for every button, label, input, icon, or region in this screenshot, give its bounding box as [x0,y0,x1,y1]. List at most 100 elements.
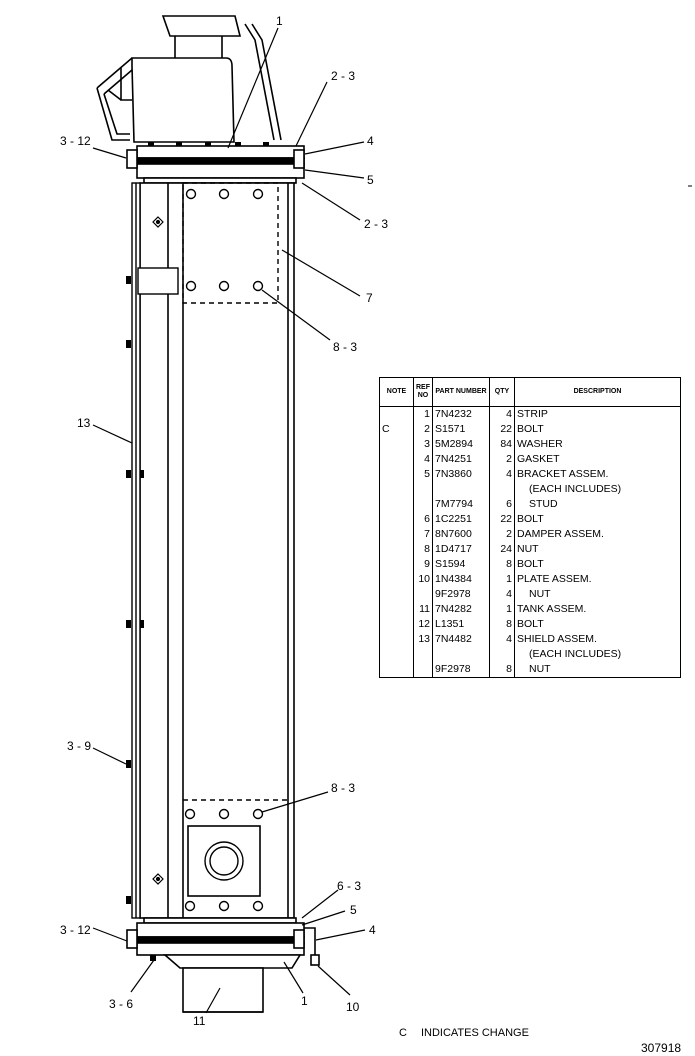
ref-no-cell [413,587,433,602]
ref-no-cell [413,647,433,662]
part-number-cell: 1N4384 [432,572,490,587]
callout-3-6: 3 - 6 [109,997,133,1011]
qty-cell: 4 [489,587,515,602]
part-number-cell: S1594 [432,557,490,572]
description-cell: BOLT [517,618,544,630]
ref-no-cell: 9 [413,557,433,572]
qty-cell: 8 [489,557,515,572]
part-number-cell: 7N4232 [432,406,490,422]
qty-cell: 84 [489,437,515,452]
part-number-cell: L1351 [432,617,490,632]
callout-3-12-bottom: 3 - 12 [60,923,91,937]
part-number-cell [432,482,490,497]
ref-no-cell: 2 [413,422,433,437]
bottom-flange [126,917,320,966]
callout-11: 11 [193,1014,206,1028]
note-cell [380,437,414,452]
callout-labels: 1 2 - 3 3 - 12 4 5 2 - 3 7 8 - 3 13 3 - … [60,14,388,1028]
part-number-cell: 1C2251 [432,512,490,527]
part-number-cell [432,647,490,662]
part-number-cell: 7N4482 [432,632,490,647]
part-number-cell: 7N4251 [432,452,490,467]
callout-8-3-upper: 8 - 3 [333,340,357,354]
part-number-cell: 7N4282 [432,602,490,617]
ref-no-cell: 3 [413,437,433,452]
note-cell [380,602,414,617]
description-cell: BOLT [517,513,544,525]
side-shield [131,182,179,919]
shield-bolts [126,276,144,904]
bottom-tank [162,954,302,1013]
legend-text: INDICATES CHANGE [420,1027,529,1039]
qty-cell: 1 [489,602,515,617]
description-text: NUT [529,663,551,675]
top-tank [96,15,282,143]
note-cell [380,497,414,512]
header-note: NOTE [380,378,414,407]
callout-1-top: 1 [276,14,283,28]
ref-no-cell: 7 [413,527,433,542]
description-cell: BOLT [517,558,544,570]
figure-number: 307918 [641,1041,682,1055]
ref-no-cell [413,482,433,497]
note-cell [380,406,414,422]
callout-13: 13 [77,416,91,430]
part-number-cell: 1D4717 [432,542,490,557]
callout-10: 10 [346,1000,360,1014]
callout-3-12-top: 3 - 12 [60,134,91,148]
description-cell: NUT [517,543,539,555]
note-cell [380,617,414,632]
ref-no-cell [413,497,433,512]
part-number-cell: 5M2894 [432,437,490,452]
note-cell [380,572,414,587]
description-cell: TANK ASSEM. [517,603,587,615]
part-number-cell: 9F2978 [432,587,490,602]
qty-cell: 4 [489,406,515,422]
qty-cell: 1 [489,572,515,587]
header-part-number: PART NUMBER [432,378,490,407]
callout-7: 7 [366,291,373,305]
description-cell: BRACKET ASSEM. [517,468,609,480]
note-cell [380,512,414,527]
note-cell [380,557,414,572]
upper-damper-nuts [185,188,264,292]
callout-2-3-mid: 2 - 3 [364,217,388,231]
callout-8-3-lower: 8 - 3 [331,781,355,795]
qty-cell: 8 [489,662,515,677]
note-cell [380,542,414,557]
callout-4-bottom: 4 [369,923,376,937]
callout-5-bottom: 5 [350,903,357,917]
qty-cell: 6 [489,497,515,512]
ref-no-cell: 4 [413,452,433,467]
description-cell: STUD [515,497,681,512]
leader-lines [92,27,366,1014]
qty-cell: 8 [489,617,515,632]
part-number-cell: 7M7794 [432,497,490,512]
table-row: (EACH INCLUDES) [380,482,680,497]
description-cell: NUT [515,587,681,602]
ref-no-cell: 5 [413,467,433,482]
note-cell [380,452,414,467]
description-text: (EACH INCLUDES) [529,648,622,660]
table-row: (EACH INCLUDES) [380,647,680,662]
qty-cell: 2 [489,527,515,542]
callout-5-top: 5 [367,173,374,187]
ref-no-cell: 8 [413,542,433,557]
callout-6-3: 6 - 3 [337,879,361,893]
qty-cell: 4 [489,632,515,647]
header-ref-no: REF NO [413,378,433,407]
diamond-fasteners [152,216,164,885]
qty-cell [489,647,515,662]
